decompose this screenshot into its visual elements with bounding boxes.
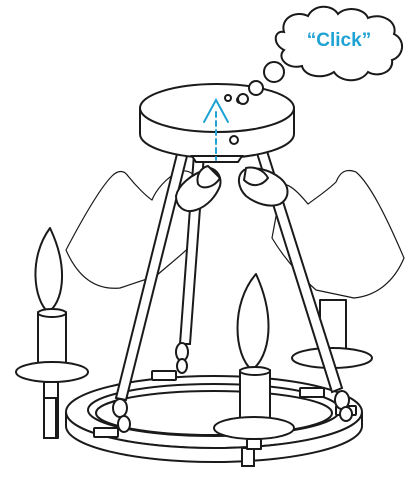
dashed-arrow-up-icon	[203, 97, 229, 161]
thought-bubble-icon	[237, 5, 403, 105]
canopy-hole	[224, 94, 232, 102]
candle-left	[15, 227, 89, 439]
thought-dot	[237, 93, 249, 105]
ring-bracket	[299, 387, 325, 398]
drip-cup	[15, 361, 89, 383]
ring-bracket	[151, 370, 177, 381]
candle-flame-icon	[34, 227, 63, 313]
fingers-left	[175, 165, 222, 212]
ring-bracket	[93, 427, 119, 438]
callout-text: “Click”	[307, 30, 371, 51]
candle-top	[37, 308, 67, 318]
ring-outer-side	[65, 411, 363, 463]
thought-dot	[248, 80, 264, 96]
candle-flame-icon	[236, 273, 270, 371]
candle-top	[239, 366, 271, 376]
thought-dot	[263, 61, 285, 83]
hand-right	[271, 169, 405, 299]
candle-stem	[246, 438, 262, 450]
candle-center	[213, 273, 295, 450]
thought-cloud	[274, 5, 403, 82]
drip-cup	[213, 416, 295, 440]
ring-stems	[43, 397, 255, 467]
canopy-screw	[229, 135, 239, 145]
chandelier-ring	[65, 370, 363, 463]
fingers-right	[238, 166, 289, 207]
